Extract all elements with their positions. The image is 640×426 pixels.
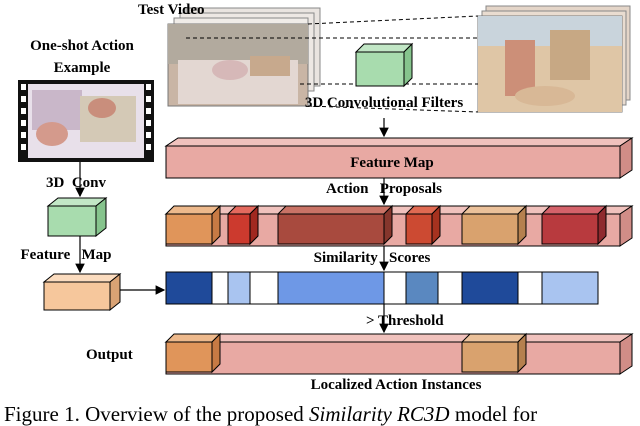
score-6 bbox=[541, 271, 599, 305]
score-1 bbox=[165, 271, 213, 305]
conv3d-label: 3D Conv bbox=[45, 175, 107, 191]
proposal-4 bbox=[404, 204, 442, 246]
feature-map-bar bbox=[164, 137, 634, 179]
projection-lines bbox=[186, 15, 479, 113]
action-proposals-row bbox=[164, 204, 634, 247]
arrows bbox=[75, 118, 389, 334]
threshold-label: > Threshold bbox=[366, 313, 444, 329]
oneshot-title-line2: Example bbox=[53, 60, 111, 76]
figure-caption: Figure 1. Overview of the proposed Simil… bbox=[4, 404, 537, 425]
caption-suffix: model for bbox=[449, 402, 538, 426]
similarity-scores-label: Similarity Scores bbox=[313, 250, 431, 266]
caption-prefix: Figure 1. Overview of the proposed bbox=[4, 402, 310, 426]
score-5 bbox=[461, 271, 519, 305]
proposal-6 bbox=[540, 204, 608, 246]
test-video-frames-left bbox=[167, 7, 321, 107]
score-4 bbox=[405, 271, 439, 305]
score-2 bbox=[227, 271, 251, 305]
conv-filter-cube bbox=[354, 42, 414, 88]
output-label: Output bbox=[86, 347, 133, 363]
test-video-label: Test Video bbox=[138, 2, 205, 18]
output-row bbox=[164, 332, 634, 375]
feature-map-label: Feature Map bbox=[350, 155, 434, 171]
feature-map-left-label: Feature Map bbox=[20, 247, 112, 263]
output-instance-1 bbox=[164, 332, 222, 374]
proposal-1 bbox=[164, 204, 222, 246]
caption-model: Similarity RC3D bbox=[309, 402, 450, 426]
proposal-3 bbox=[276, 204, 394, 246]
action-proposals-label: Action Proposals bbox=[326, 181, 442, 197]
left-feature-cube bbox=[42, 272, 122, 312]
similarity-scores-row bbox=[165, 271, 599, 305]
proposal-2 bbox=[226, 204, 260, 246]
left-conv-cube bbox=[46, 196, 108, 238]
film-strip bbox=[18, 80, 154, 162]
proposal-5 bbox=[460, 204, 528, 246]
output-instance-2 bbox=[460, 332, 528, 374]
oneshot-title-line1: One-shot Action bbox=[30, 38, 134, 54]
score-3 bbox=[277, 271, 385, 305]
test-video-frames-right bbox=[477, 5, 631, 113]
localized-label: Localized Action Instances bbox=[310, 377, 482, 393]
conv-filters-label: 3D Convolutional Filters bbox=[304, 95, 464, 111]
